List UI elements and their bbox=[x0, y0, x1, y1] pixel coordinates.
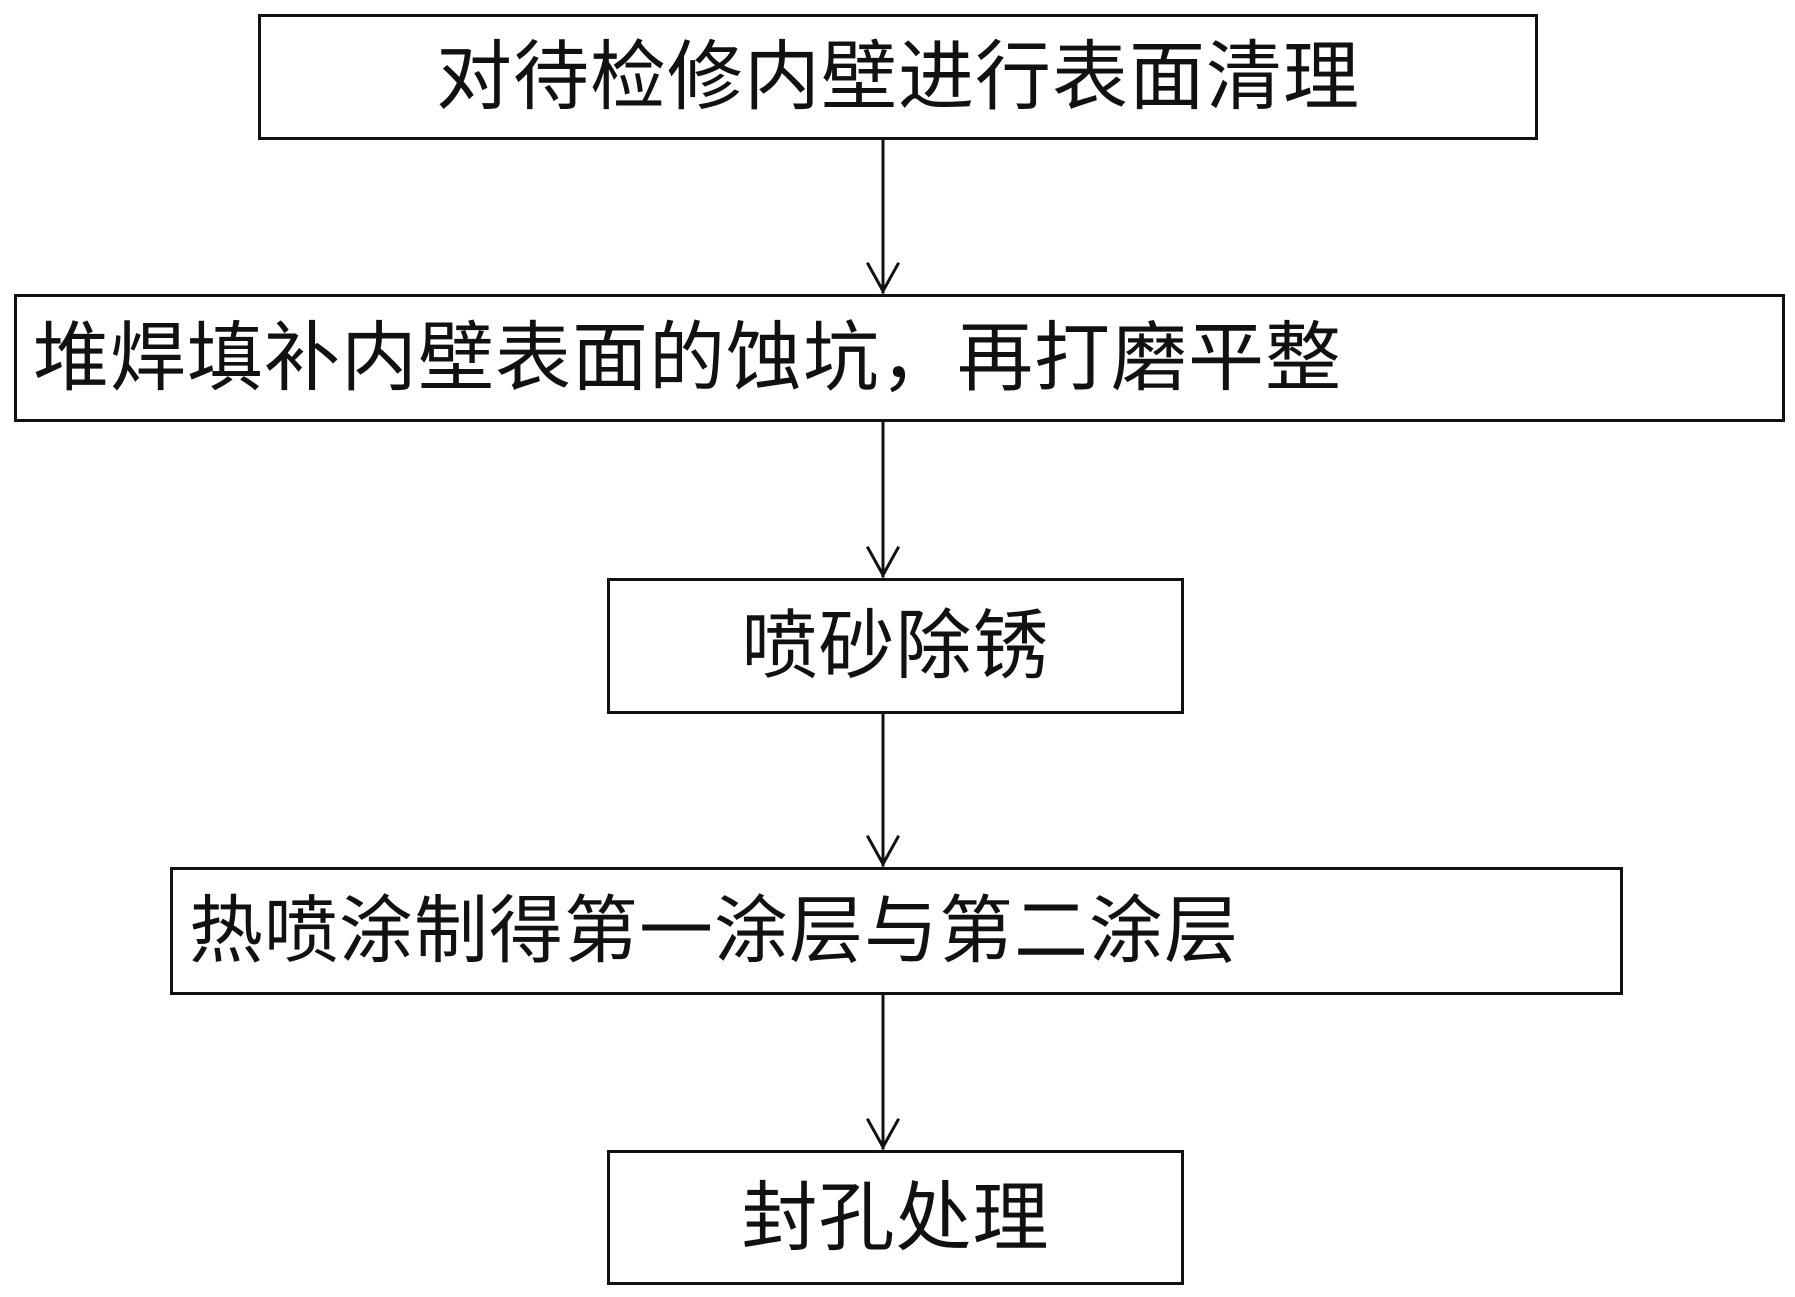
arrow-step2-to-step3 bbox=[865, 420, 901, 579]
step-surface-cleaning: 对待检修内壁进行表面清理 bbox=[258, 14, 1538, 140]
step-sealing: 封孔处理 bbox=[607, 1150, 1184, 1285]
step-label: 喷砂除锈 bbox=[741, 601, 1050, 690]
step-thermal-spray: 热喷涂制得第一涂层与第二涂层 bbox=[170, 867, 1623, 995]
step-label: 封孔处理 bbox=[741, 1172, 1050, 1262]
arrow-step4-to-step5 bbox=[865, 993, 901, 1151]
step-surfacing-repair: 堆焊填补内壁表面的蚀坑，再打磨平整 bbox=[14, 294, 1785, 422]
step-label: 热喷涂制得第一涂层与第二涂层 bbox=[189, 888, 1239, 974]
step-label: 对待检修内壁进行表面清理 bbox=[436, 32, 1360, 121]
step-label: 堆焊填补内壁表面的蚀坑，再打磨平整 bbox=[33, 313, 1342, 402]
arrow-step1-to-step2 bbox=[865, 138, 901, 295]
arrow-step3-to-step4 bbox=[865, 712, 901, 868]
step-sandblasting: 喷砂除锈 bbox=[607, 578, 1184, 714]
